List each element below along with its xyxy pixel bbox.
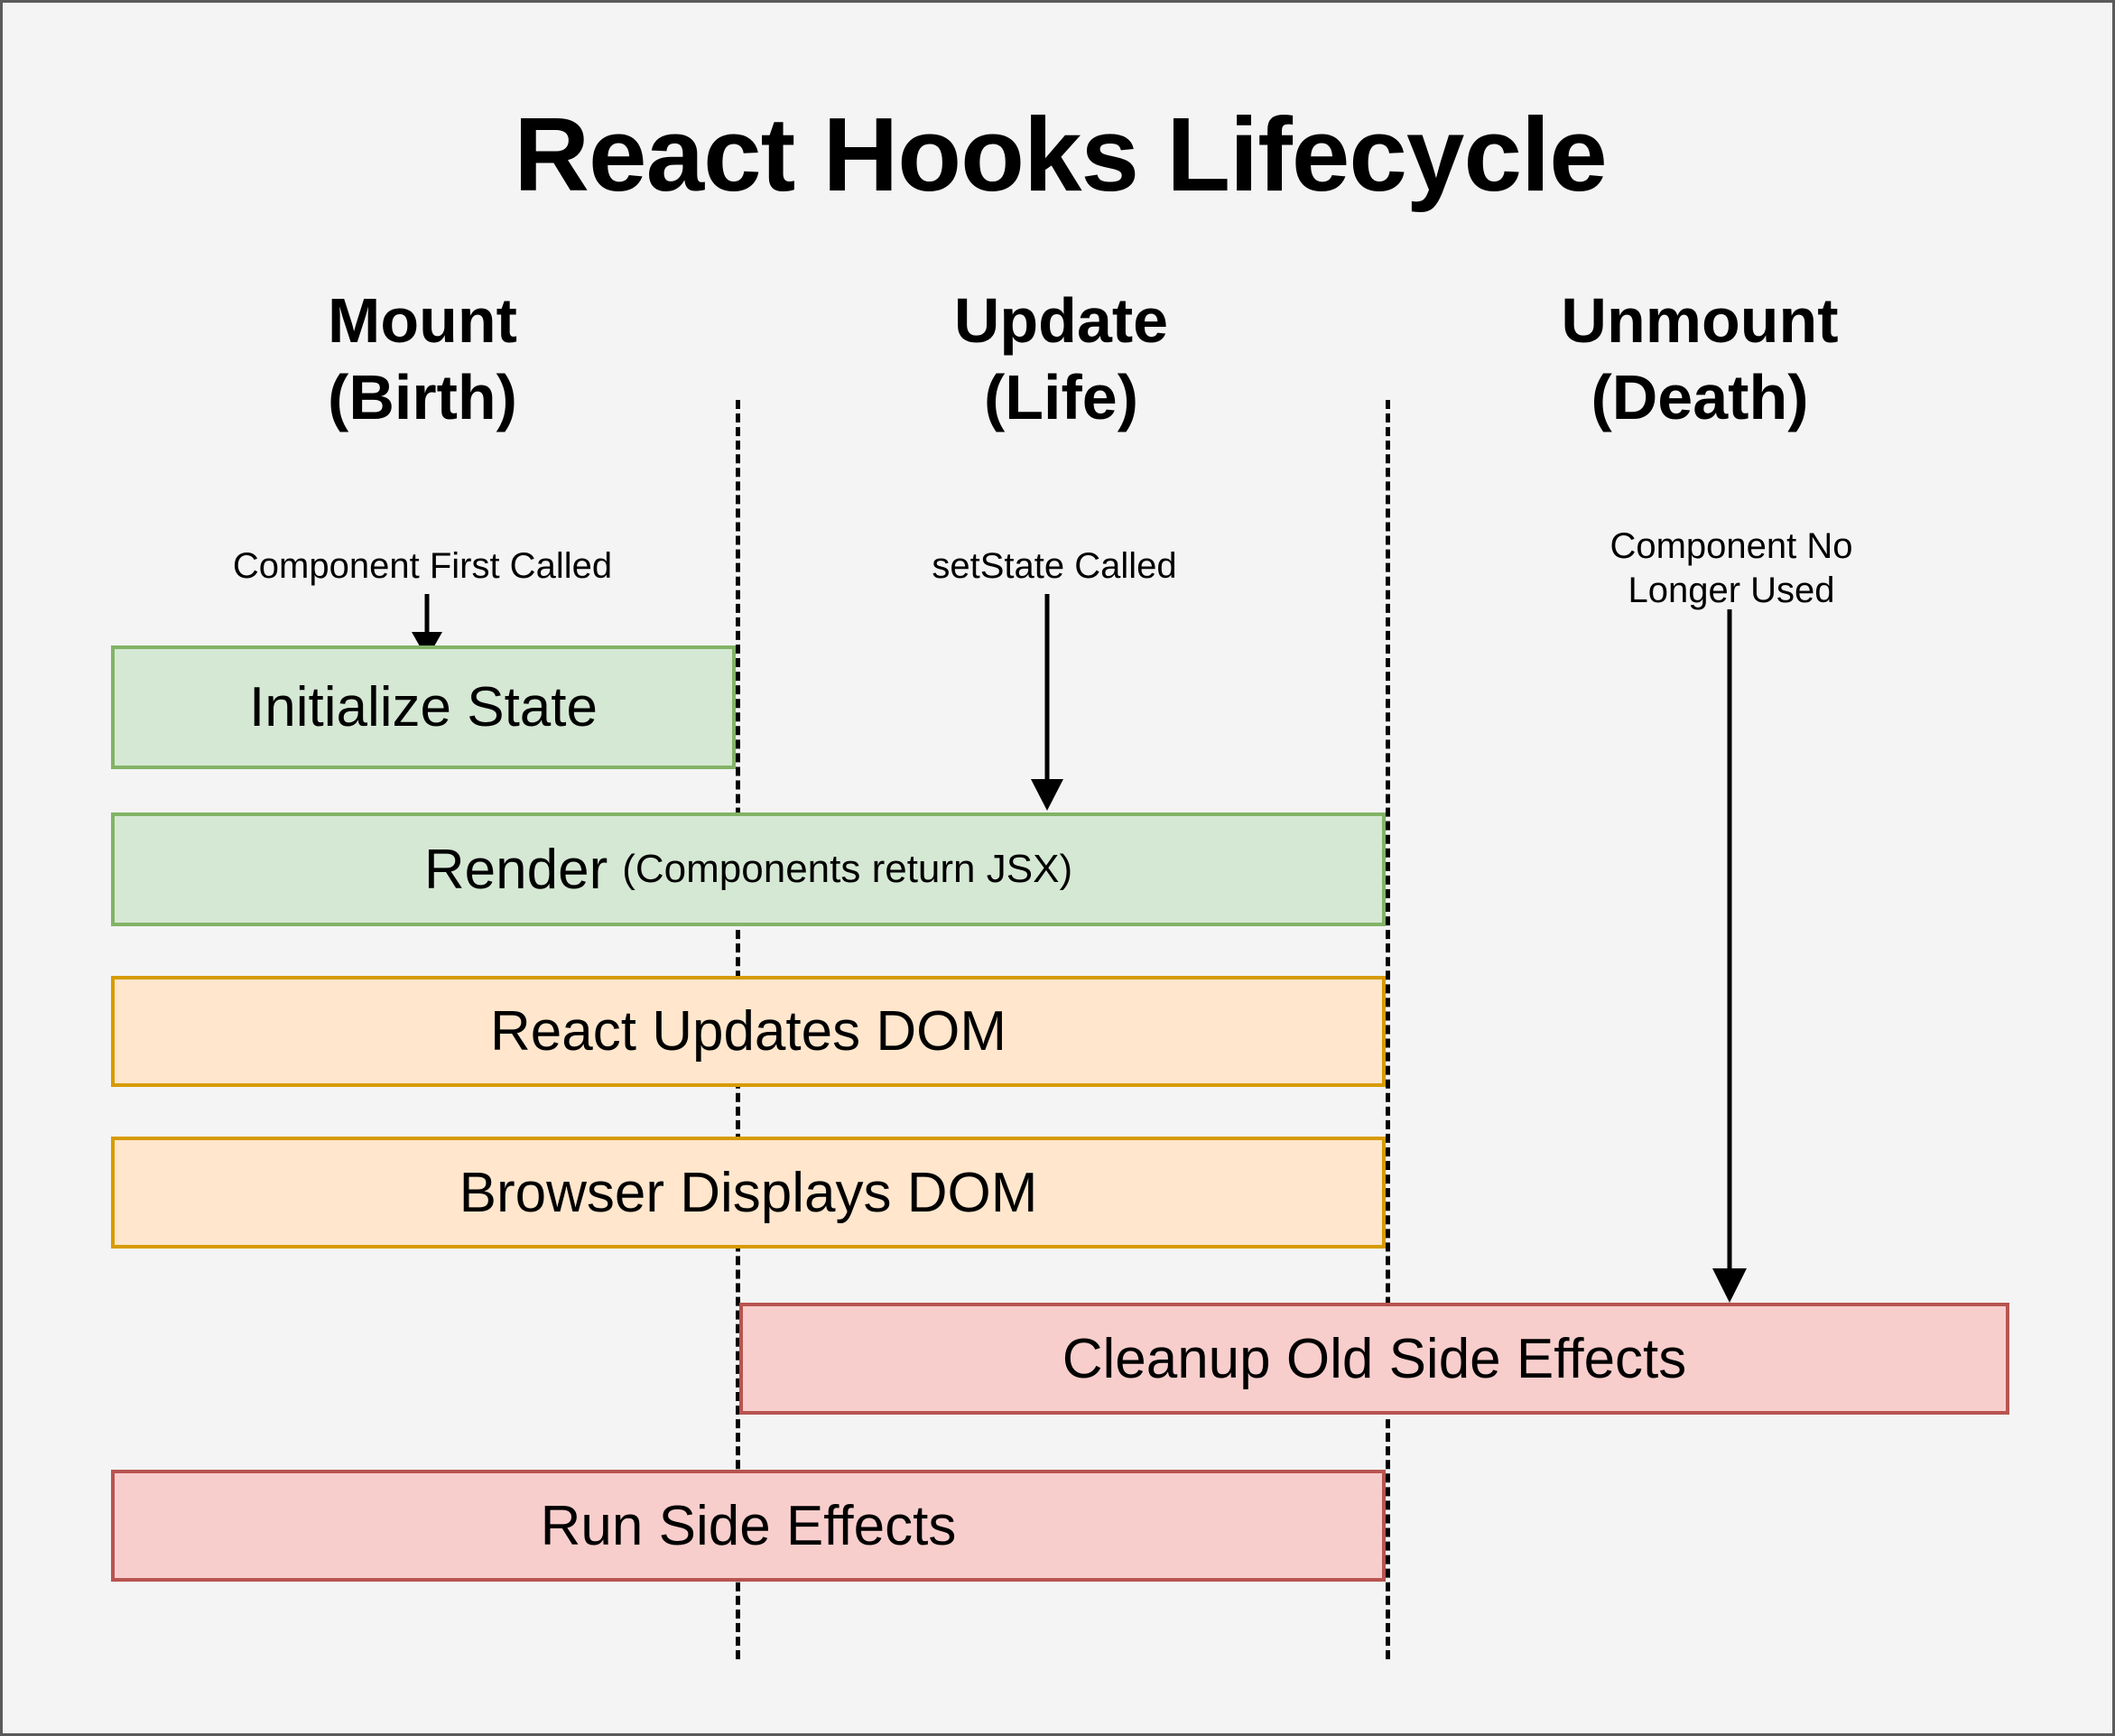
update-entry-arrow: [1020, 594, 1074, 815]
annotation-unmount: Component No Longer Used: [1424, 525, 2038, 613]
stage-box-cleanup-old-side-effects[interactable]: Cleanup Old Side Effects: [739, 1303, 2009, 1415]
stage-label-render: Render: [423, 838, 608, 901]
column-heading-unmount-line1: Unmount: [1561, 285, 1839, 356]
stage-label-run-side-effects: Run Side Effects: [540, 1494, 957, 1557]
column-heading-mount-line2: (Birth): [328, 362, 517, 433]
stage-box-react-updates-dom[interactable]: React Updates DOM: [111, 976, 1386, 1087]
annotation-unmount-line1: Component No: [1609, 526, 1853, 566]
stage-box-browser-displays-dom[interactable]: Browser Displays DOM: [111, 1137, 1386, 1249]
stage-label-react-updates-dom: React Updates DOM: [490, 1000, 1006, 1063]
stage-label-cleanup-old-side-effects: Cleanup Old Side Effects: [1062, 1327, 1687, 1390]
column-heading-update-line1: Update: [953, 285, 1169, 356]
unmount-entry-arrow: [1702, 609, 1757, 1306]
column-heading-update: Update (Life): [738, 283, 1384, 437]
column-heading-unmount-line2: (Death): [1591, 362, 1809, 433]
stage-sublabel-render: (Components return JSX): [622, 847, 1073, 891]
stage-box-run-side-effects[interactable]: Run Side Effects: [111, 1470, 1386, 1582]
annotation-unmount-line2: Longer Used: [1628, 570, 1835, 610]
page-title: React Hooks Lifecycle: [514, 96, 1607, 213]
stage-label-browser-displays-dom: Browser Displays DOM: [459, 1161, 1038, 1224]
stage-label-initialize-state: Initialize State: [249, 676, 598, 738]
update-unmount-divider: [1386, 400, 1390, 1659]
annotation-mount-line1: Component First Called: [232, 546, 613, 586]
annotation-update: setState Called: [743, 544, 1366, 589]
column-heading-mount-line1: Mount: [328, 285, 517, 356]
column-heading-mount: Mount (Birth): [111, 283, 734, 437]
column-heading-unmount: Unmount (Death): [1388, 283, 2011, 437]
column-heading-update-line2: (Life): [983, 362, 1139, 433]
stage-box-initialize-state[interactable]: Initialize State: [111, 645, 736, 769]
annotation-mount: Component First Called: [111, 544, 734, 589]
stage-box-render[interactable]: Render (Components return JSX): [111, 812, 1386, 926]
annotation-update-line1: setState Called: [932, 546, 1177, 586]
